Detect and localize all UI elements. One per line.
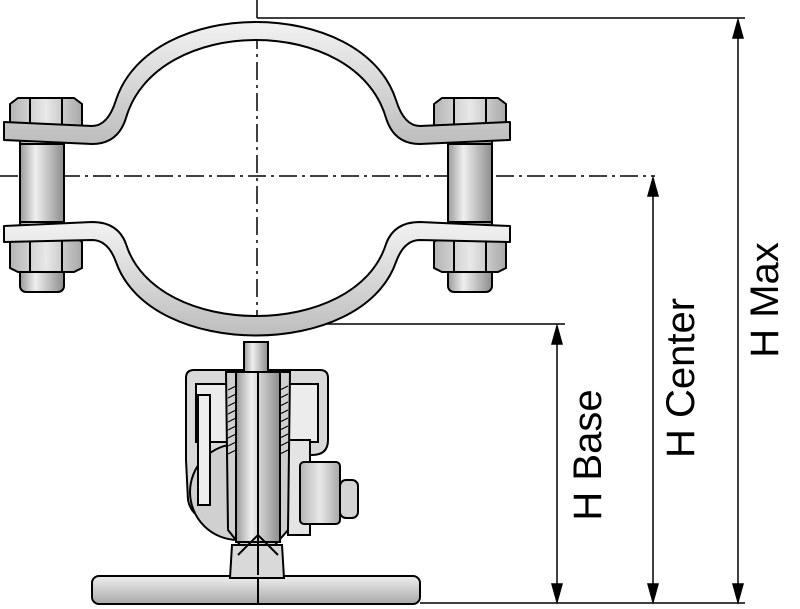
center-lines — [0, 0, 655, 345]
threaded-rod — [224, 341, 292, 579]
h-center-arrow-top — [647, 175, 659, 197]
h-max-arrow-top — [732, 17, 744, 39]
h-base-arrow-bottom — [551, 583, 563, 605]
bolt-shank-overlay — [19, 143, 493, 223]
h-max-label: H Max — [743, 242, 787, 358]
clamp-lower-band — [3, 221, 511, 337]
h-center-arrow-bottom — [647, 583, 659, 605]
h-base-arrow-top — [551, 323, 563, 345]
base-plate — [91, 575, 421, 605]
extension-lines — [257, 17, 745, 604]
clamp-upper-band — [3, 21, 511, 145]
thread-marks — [227, 385, 289, 455]
dimension-lines — [551, 17, 744, 605]
h-max-arrow-bottom — [732, 583, 744, 605]
h-base-label: H Base — [566, 389, 610, 520]
h-center-label: H Center — [659, 298, 703, 458]
